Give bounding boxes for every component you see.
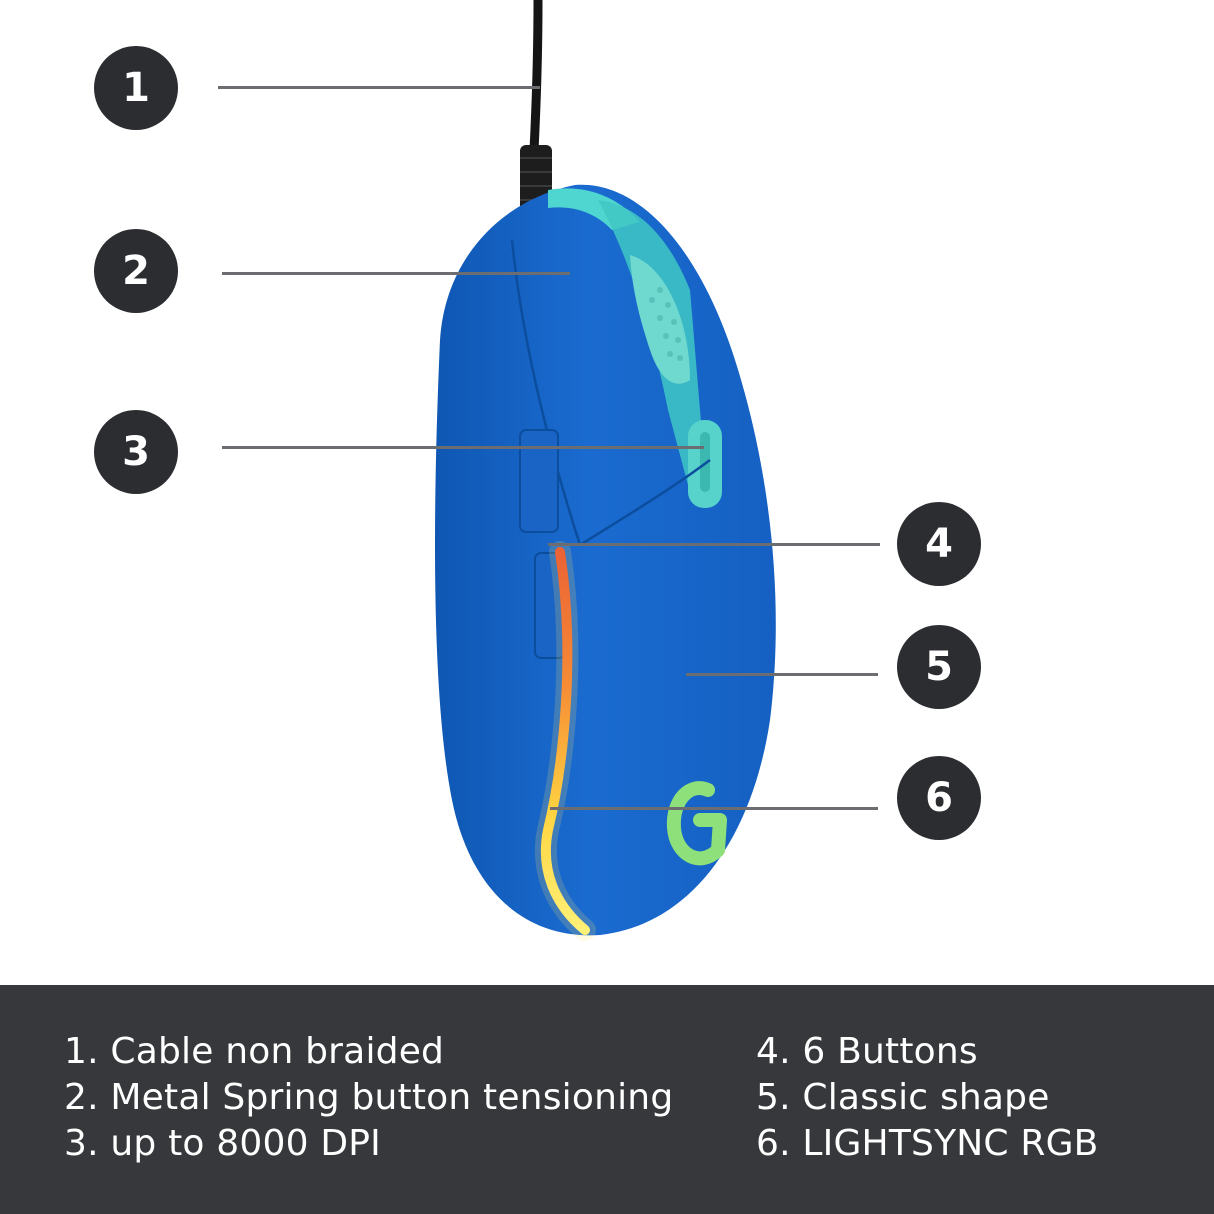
callout-badge-4: 4: [897, 502, 981, 586]
leader-line-1: [218, 86, 540, 89]
leader-line-5: [686, 673, 878, 676]
callout-badge-1: 1: [94, 46, 178, 130]
callout-badge-6: 6: [897, 756, 981, 840]
side-button-forward: [519, 429, 559, 533]
feature-item-6: 6. LIGHTSYNC RGB: [756, 1123, 1099, 1164]
wheel-channel: [598, 200, 705, 500]
feature-legend: 1. Cable non braided 2. Metal Spring but…: [0, 985, 1214, 1214]
rgb-light-strip: [540, 547, 590, 935]
leader-line-6: [550, 807, 878, 810]
feature-list-left: 1. Cable non braided 2. Metal Spring but…: [64, 1029, 673, 1167]
cable: [529, 0, 543, 151]
feature-list-right: 4. 6 Buttons 5. Classic shape 6. LIGHTSY…: [756, 1029, 1099, 1167]
product-illustration: 1 2 3 4 5 6: [94, 0, 981, 941]
feature-item-4: 4. 6 Buttons: [756, 1031, 978, 1072]
feature-item-3: 3. up to 8000 DPI: [64, 1123, 381, 1164]
callout-badge-3: 3: [94, 410, 178, 494]
callout-badge-2: 2: [94, 229, 178, 313]
mouse-image: [435, 0, 776, 941]
callout-badge-5: 5: [897, 625, 981, 709]
feature-item-5: 5. Classic shape: [756, 1077, 1050, 1118]
g-logo-icon: [666, 781, 727, 866]
leader-line-2: [222, 272, 570, 275]
leader-line-4: [548, 543, 880, 546]
feature-item-2: 2. Metal Spring button tensioning: [64, 1077, 674, 1118]
feature-item-1: 1. Cable non braided: [64, 1031, 445, 1072]
leader-line-3: [222, 446, 704, 449]
